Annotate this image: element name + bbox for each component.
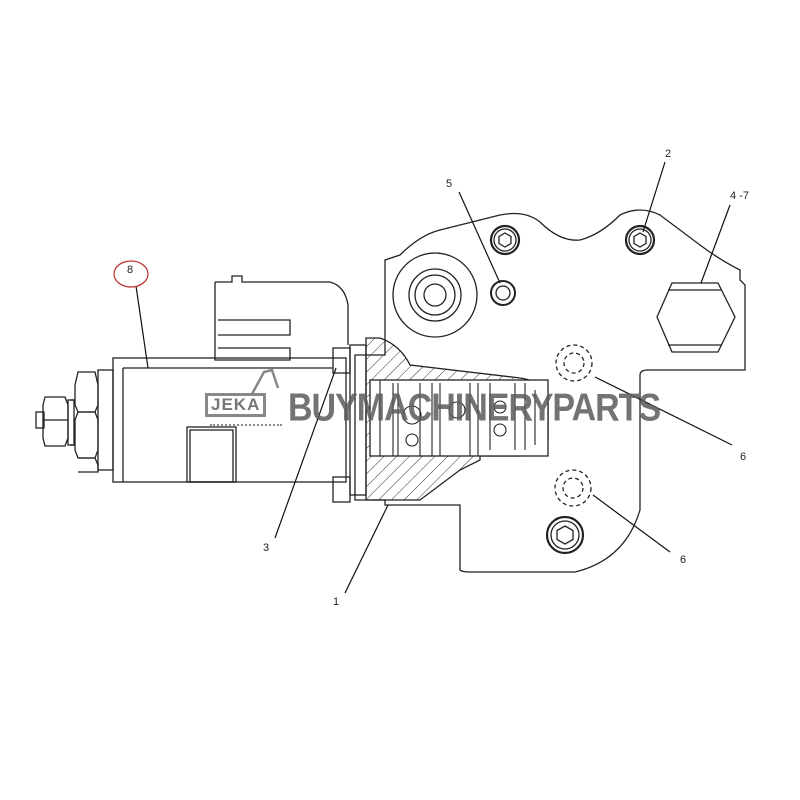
solenoid-flange bbox=[332, 344, 367, 503]
leader-8 bbox=[135, 285, 149, 369]
callout-4-7[interactable]: 4 -7 bbox=[730, 190, 749, 202]
leader-6-lower bbox=[592, 494, 671, 553]
callout-8[interactable]: 8 bbox=[127, 264, 134, 276]
port-o-ring-upper bbox=[555, 344, 593, 382]
leader-1 bbox=[344, 504, 389, 594]
leader-2 bbox=[642, 161, 666, 233]
highlight-ring-8 bbox=[113, 260, 149, 288]
callout-3[interactable]: 3 bbox=[263, 542, 270, 554]
valve-body-plate bbox=[354, 209, 746, 573]
leader-3 bbox=[274, 367, 337, 539]
excavator-arm-icon bbox=[250, 368, 280, 395]
logo-track-icon bbox=[210, 418, 282, 426]
valve-section-hatched bbox=[365, 337, 549, 501]
small-plug bbox=[490, 280, 516, 306]
watermark-logo: JEKA bbox=[205, 393, 267, 417]
leader-5 bbox=[458, 191, 501, 284]
socket-bolt-upper-left bbox=[489, 224, 521, 256]
leader-4-7 bbox=[700, 204, 731, 284]
callout-1[interactable]: 1 bbox=[333, 596, 340, 608]
callout-6-upper[interactable]: 6 bbox=[740, 451, 747, 463]
socket-bolt-upper-right bbox=[624, 224, 656, 256]
socket-bolt-lower bbox=[545, 515, 585, 555]
callout-2[interactable]: 2 bbox=[665, 148, 672, 160]
leader-6-upper bbox=[594, 376, 733, 446]
solenoid-coil bbox=[35, 275, 349, 483]
callout-5[interactable]: 5 bbox=[446, 178, 453, 190]
callout-6-lower[interactable]: 6 bbox=[680, 554, 687, 566]
watermark-text: BUYMACHINERYPARTS bbox=[288, 386, 661, 430]
port-o-ring-lower bbox=[554, 469, 592, 507]
hex-plug bbox=[656, 282, 736, 353]
